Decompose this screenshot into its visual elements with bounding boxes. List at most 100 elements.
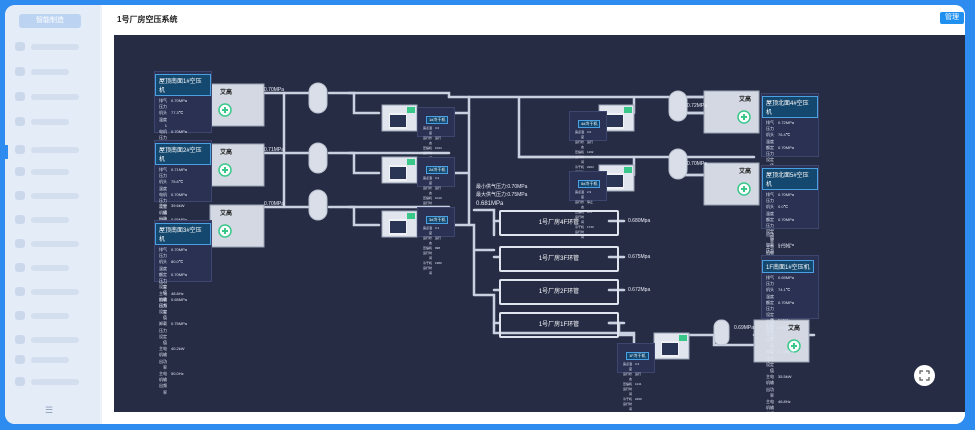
dryer-title: 1#冷干机 <box>426 116 449 124</box>
pressure-min-label: 最小供气压力:0.70MPa <box>476 184 528 190</box>
sidebar-item[interactable] <box>15 67 69 76</box>
sidebar-item-label <box>31 192 79 199</box>
compressor-output-pressure: 0.70MPa <box>264 87 285 93</box>
sidebar-item[interactable] <box>15 191 79 200</box>
sidebar-item-icon <box>15 145 25 154</box>
sidebar-item-label <box>31 43 79 50</box>
main-pressure: 0.681MPa <box>476 201 504 207</box>
fullscreen-icon[interactable] <box>914 365 935 386</box>
sidebar-item-label <box>31 356 69 363</box>
dryer-metric: 运行状态运行 <box>422 136 442 145</box>
sidebar-item-label <box>31 146 79 153</box>
sidebar-item[interactable] <box>15 377 79 386</box>
sidebar-item-icon <box>15 191 25 200</box>
compressor-brand: 艾高 <box>220 211 233 217</box>
diagram-panel: 艾高 艾高 艾高 艾高 艾高 艾高 0.70MPa 0.71MPa 0.70MP… <box>114 35 965 412</box>
page-title: 1号厂房空压系统 <box>117 15 178 24</box>
loop-1f[interactable]: 1号厂房1F环管 <box>499 312 619 338</box>
sidebar-item[interactable] <box>15 167 69 176</box>
sidebar-item-label <box>31 378 79 385</box>
sidebar-item-icon <box>15 167 25 176</box>
sidebar-item[interactable] <box>15 335 79 344</box>
sidebar-item[interactable] <box>15 355 69 364</box>
sidebar-item-icon <box>15 263 25 272</box>
sidebar-item-icon <box>15 239 25 248</box>
sidebar-item[interactable] <box>15 42 79 51</box>
compressor-output-pressure: 0.70MPa <box>264 201 285 207</box>
sidebar-item[interactable] <box>15 311 69 320</box>
dryer-title: 2#冷干机 <box>426 166 449 174</box>
compressor-brand: 艾高 <box>220 150 233 156</box>
sidebar-item-label <box>31 264 69 271</box>
air-tanks <box>308 82 730 346</box>
sidebar-item-icon <box>15 355 25 364</box>
compressor-title: 1F南面1#空压机 <box>762 260 814 273</box>
dryer-title: 3#冷干机 <box>426 216 449 224</box>
sidebar-item[interactable] <box>15 239 79 248</box>
sidebar-item[interactable] <box>15 287 79 296</box>
loop-4f[interactable]: 1号厂房4F环管 <box>499 210 619 236</box>
sidebar-item-label <box>31 68 69 75</box>
sidebar-item-icon <box>15 92 25 101</box>
compressor-output-pressure: 0.72MPa <box>687 103 708 109</box>
compressor-title: 屋顶南面1#空压机 <box>155 74 211 96</box>
compressor-title: 屋顶南面3#空压机 <box>155 223 211 245</box>
sidebar-logo: 智能制造 <box>19 14 81 28</box>
manage-button[interactable]: 管理 <box>940 12 964 24</box>
dryer-metric: 运行状态停止 <box>574 200 594 209</box>
sidebar-item-label <box>31 118 69 125</box>
compressor-title: 屋顶南面2#空压机 <box>155 143 211 165</box>
sidebar-item[interactable] <box>15 117 69 126</box>
loop-3f[interactable]: 1号厂房3F环管 <box>499 246 619 272</box>
sidebar-item-label <box>31 168 69 175</box>
sidebar-item[interactable] <box>15 145 79 154</box>
loop-2f-pressure: 0.672Mpa <box>628 287 651 293</box>
sidebar-item-icon <box>15 215 25 224</box>
sidebar-item-icon <box>15 42 25 51</box>
sidebar-item[interactable] <box>15 263 69 272</box>
sidebar-item-icon <box>15 335 25 344</box>
compressor-card: 屋顶南面1#空压机排气压力0.70MPa机头温度177.3℃电机压力设定值0.7… <box>154 71 212 252</box>
dryer-title: 4#冷干机 <box>578 120 601 128</box>
compressor-brand: 艾高 <box>739 97 752 103</box>
compressor-brand: 艾高 <box>220 90 233 96</box>
sidebar-item-label <box>31 93 79 100</box>
dryer-metric: 运行状态运行 <box>574 140 594 149</box>
loop-2f[interactable]: 1号厂房2F环管 <box>499 279 619 305</box>
compressor-output-pressure: 0.69MPa <box>734 325 755 331</box>
sidebar-item[interactable] <box>15 215 69 224</box>
sidebar-item-label <box>31 336 79 343</box>
compressor-brand: 艾高 <box>788 326 801 332</box>
sidebar-item[interactable] <box>15 92 79 101</box>
sidebar-item-icon <box>15 311 25 320</box>
menu-fold-icon[interactable]: ☰ <box>45 405 54 415</box>
